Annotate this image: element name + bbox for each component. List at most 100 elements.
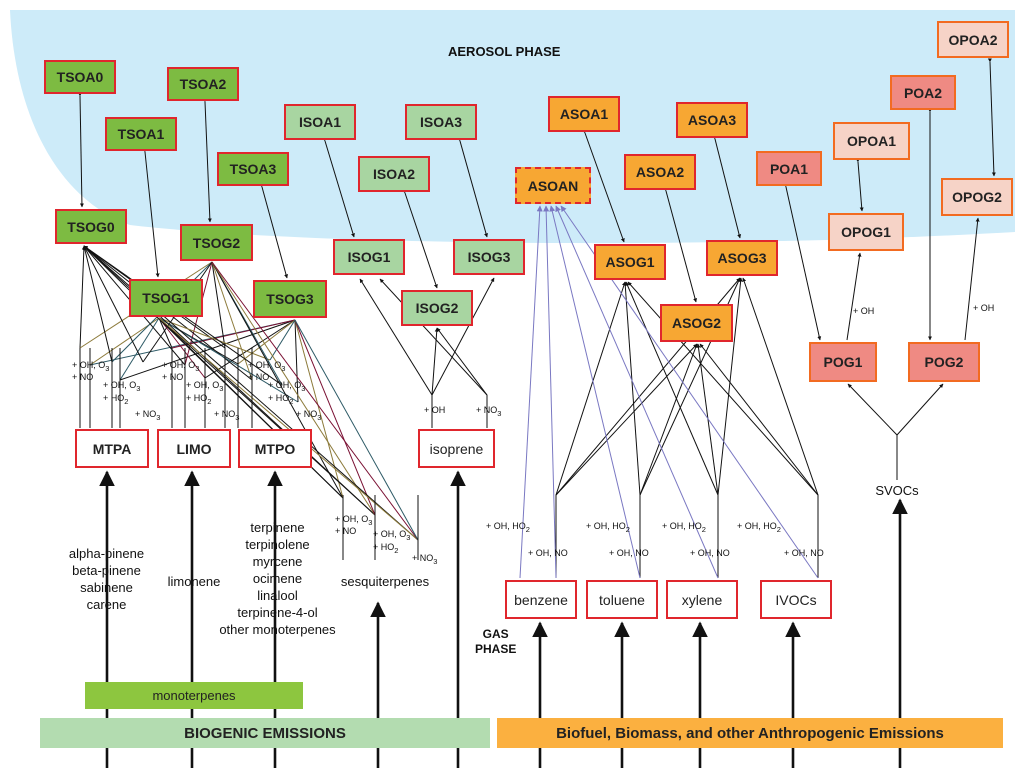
poa1-box: POA1 [756,151,822,186]
svoc-arrow [896,383,944,436]
oxidant-label: + OH, HO2 [586,521,630,534]
source-item: sabinene [80,580,133,595]
aromatic-reaction-line [717,277,743,496]
isoa3-box: ISOA3 [405,104,477,140]
terpene-reaction-line [269,319,296,361]
asoa1-box: ASOA1 [548,96,620,132]
isoprene-reaction-line [436,327,488,396]
asog2-box: ASOG2 [660,304,733,342]
limo-box: LIMO [157,429,231,468]
oxidant-label: + OH, O3 [248,360,286,373]
terpene-reaction-line [211,261,226,349]
oxidant-label: + NO [335,526,357,536]
terpene-reaction-line [158,317,206,379]
sesquiterpenes-source: sesquiterpenes [326,573,444,590]
pog2-box: POG2 [908,342,980,382]
ivocs-box: IVOCs [760,580,832,619]
isog2-box: ISOG2 [401,290,473,326]
partition-arrow [259,182,288,279]
oxidant-label: + OH, HO2 [486,521,530,534]
asoan-arrow [543,205,557,579]
source-item: other monoterpenes [219,622,336,637]
oxidant-label: + NO3 [412,553,438,566]
terpene-reaction-line [119,319,296,381]
oxidant-label: + OH, NO [609,548,649,558]
mtpa-sources: alpha-pinene beta-pinene sabinene carene [54,545,159,613]
terpene-reaction-line [237,319,296,365]
isoprene-reaction-line [431,277,495,396]
terpene-reaction-line [82,245,113,363]
oxidant-label: + OH, O3 [162,360,200,373]
partition-arrow [783,183,822,341]
source-item: linalool [257,588,298,603]
toluene-box: toluene [586,580,658,619]
terpene-reaction-line [158,317,376,516]
isog3-box: ISOG3 [453,239,525,275]
partition-arrow [457,136,488,238]
oxidant-label: + NO3 [214,409,240,422]
oxidant-label: + OH, O3 [186,380,224,393]
aerosol-phase-label: AEROSOL PHASE [448,44,561,59]
source-item: terpinene [250,520,305,535]
isog1-box: ISOG1 [333,239,405,275]
opog2-box: OPOG2 [941,178,1013,216]
oxidant-label: + OH, HO2 [737,521,781,534]
oxidant-label: + NO3 [296,409,322,422]
asoan-arrow [549,205,641,579]
oxidation-arrow [846,252,862,341]
tsog0-box: TSOG0 [55,209,127,244]
source-item: SVOCs [875,483,919,498]
gas-phase-line2: PHASE [475,642,517,656]
gas-phase-label: GAS PHASE [475,627,516,657]
partition-arrow [855,158,864,212]
biogenic-emissions-band: BIOGENIC EMISSIONS [40,718,490,748]
asoan-box: ASOAN [515,167,591,204]
terpene-reaction-line [294,319,376,516]
aromatic-reaction-line [555,281,626,496]
terpene-reaction-line [211,261,253,381]
aromatic-reaction-line [625,281,719,496]
opog1-box: OPOG1 [828,213,904,251]
terpene-reaction-line [294,319,419,541]
pog1-box: POG1 [809,342,877,382]
oxidant-label: + OH, O3 [373,529,411,542]
tsoa3-box: TSOA3 [217,152,289,186]
tsoa1-box: TSOA1 [105,117,177,151]
isoprene-reaction-line [359,278,433,396]
aromatic-reaction-line [742,277,819,496]
tsoa2-box: TSOA2 [167,67,239,101]
oxidant-label: + HO2 [186,393,212,406]
oxidant-label: + NO [248,372,270,382]
tsog1-box: TSOG1 [129,279,203,317]
terpene-reaction-line [294,319,299,403]
isoprene-box: isoprene [418,429,495,468]
oxidant-label: + OH, NO [690,548,730,558]
aromatic-reaction-line [623,281,641,496]
source-item: beta-pinene [72,563,141,578]
oxidation-arrow [964,217,980,341]
asog3-box: ASOG3 [706,240,778,276]
partition-arrow [202,98,212,223]
oxidant-label: + OH, O3 [103,380,141,393]
partition-arrow [663,187,697,303]
oxidant-label: + OH, O3 [268,380,306,393]
opoa1-box: OPOA1 [833,122,910,160]
aromatic-reaction-line [627,281,819,496]
terpene-reaction-line [79,245,86,349]
oxidant-label: + OH [424,405,446,415]
partition-arrow [987,58,996,177]
oxidant-label: + HO2 [103,393,129,406]
partition-arrow [77,92,84,208]
aromatic-reaction-line [639,343,698,496]
mtpo-box: MTPO [238,429,312,468]
svoc-arrow [847,383,898,436]
aromatic-reaction-line [699,343,819,496]
oxidant-label: + OH [853,306,875,316]
terpene-reaction-line [158,317,344,499]
terpene-reaction-line [211,261,376,516]
asoa2-box: ASOA2 [624,154,696,190]
source-item: alpha-pinene [68,546,145,561]
asog1-box: ASOG1 [594,244,666,280]
xylene-box: xylene [666,580,738,619]
